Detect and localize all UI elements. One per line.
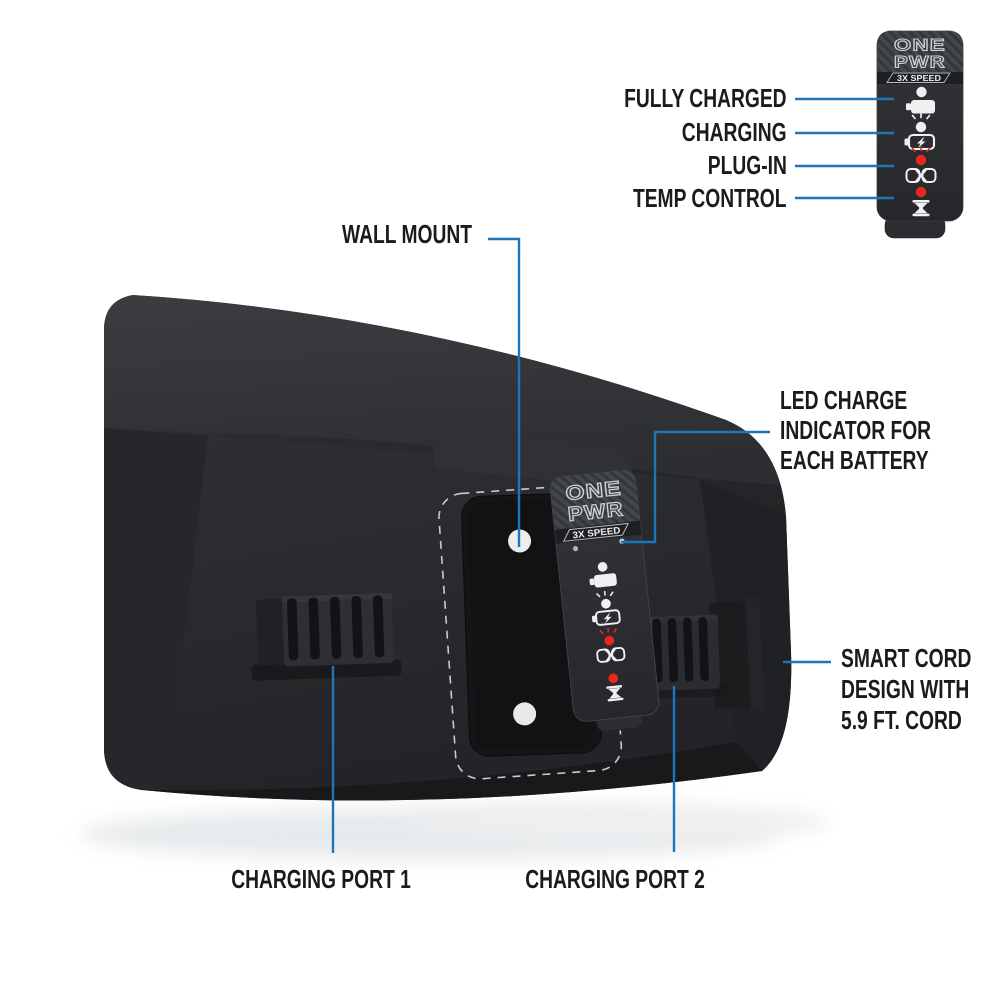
device-bottom-edge <box>142 742 762 801</box>
carbon-header <box>550 470 640 530</box>
right-pocket-recess <box>709 601 753 709</box>
label-charging: CHARGING <box>682 117 787 147</box>
label-plug-in: PLUG-IN <box>707 150 787 180</box>
device-shadow <box>80 804 830 860</box>
leader-led-indicator <box>621 430 770 544</box>
device-left-side <box>104 428 208 790</box>
speed-badge-outline <box>886 72 951 83</box>
charger-device: ONE PWR 3X SPEED <box>104 295 792 801</box>
label-led-indicator-line3: EACH BATTERY <box>780 445 929 475</box>
mount-hole-bottom <box>513 702 537 726</box>
label-smart-cord-line1: SMART CORD <box>841 643 972 673</box>
label-temp-control: TEMP CONTROL <box>633 183 787 213</box>
label-led-indicator: LED CHARGE INDICATOR FOR EACH BATTERY <box>780 385 931 475</box>
indicator-inset-panel: ONE PWR 3X SPEED <box>876 30 964 239</box>
right-pocket-wall <box>745 597 765 711</box>
leader-lines <box>331 97 894 853</box>
speed-badge-label: 3X SPEED <box>572 525 621 541</box>
onepwr-logo-line2: PWR <box>894 54 946 72</box>
label-charging-port-1: CHARGING PORT 1 <box>231 864 411 894</box>
label-smart-cord-line2: DESIGN WITH <box>841 674 970 704</box>
label-charging-port-2: CHARGING PORT 2 <box>525 864 705 894</box>
charging-port-1 <box>251 592 402 681</box>
label-smart-cord-line3: 5.9 FT. CORD <box>841 705 962 735</box>
device-top-face <box>104 295 780 485</box>
label-led-indicator-line1: LED CHARGE <box>780 385 908 415</box>
label-led-indicator-line2: INDICATOR FOR <box>780 415 932 445</box>
label-smart-cord: SMART CORD DESIGN WITH 5.9 FT. CORD <box>841 643 971 736</box>
label-fully-charged: FULLY CHARGED <box>624 83 787 113</box>
onepwr-logo-line1: ONE <box>894 37 946 55</box>
speed-badge-outline <box>562 522 630 542</box>
battery1-led <box>572 546 579 552</box>
device-label-panel: ONE PWR 3X SPEED <box>549 469 660 732</box>
carbon-header <box>877 31 963 72</box>
leader-wall-mount <box>488 237 521 547</box>
label-wall-mount: WALL MOUNT <box>342 219 473 249</box>
mount-tongue <box>432 430 633 487</box>
speed-badge-label: 3X SPEED <box>897 73 941 83</box>
device-front-face <box>166 436 736 791</box>
